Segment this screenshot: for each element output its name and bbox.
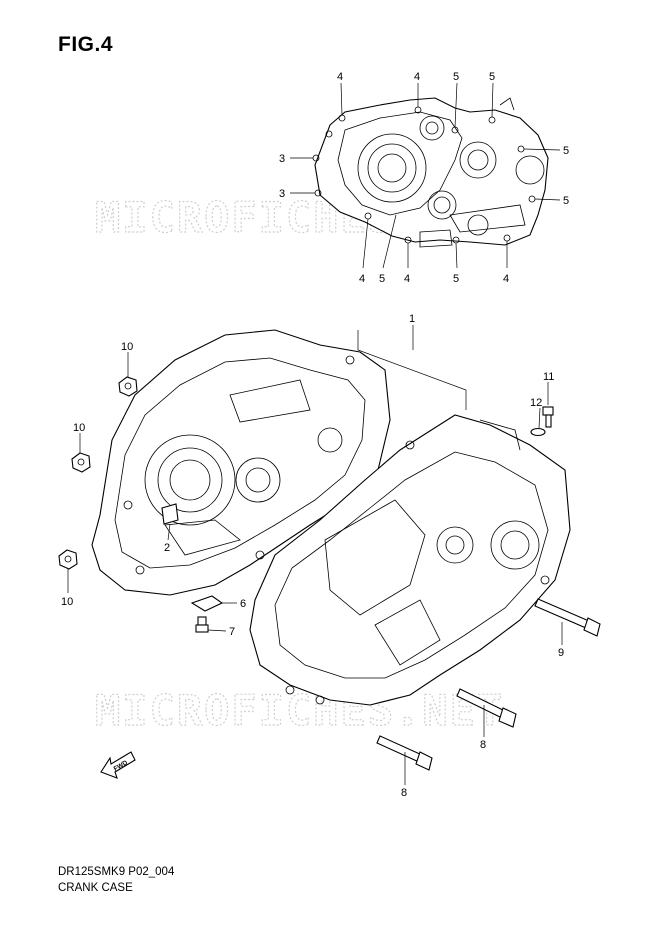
main-leader-lines — [67, 352, 563, 785]
callout-4: 4 — [503, 273, 509, 285]
callout-9: 9 — [558, 647, 564, 659]
callout-8: 8 — [480, 739, 486, 751]
nut-part-10 — [118, 376, 138, 397]
callout-5: 5 — [379, 273, 385, 285]
callout-12: 12 — [530, 397, 542, 409]
callout-4: 4 — [337, 71, 343, 83]
callout-11: 11 — [543, 371, 554, 383]
callout-5: 5 — [563, 145, 569, 157]
callout-4: 4 — [404, 273, 410, 285]
bolt-part-8 — [376, 735, 433, 771]
bolt-part-9 — [534, 598, 601, 637]
nut-part-10 — [58, 549, 78, 570]
figure-title: FIG.4 — [58, 33, 114, 56]
callout-8: 8 — [401, 787, 407, 799]
callout-10: 10 — [73, 422, 85, 434]
crankcase-right-half — [249, 414, 571, 706]
leader-callout-1 — [357, 325, 467, 410]
nut-part-10 — [71, 452, 91, 473]
dowel-pin-part-2 — [161, 503, 179, 525]
callout-5: 5 — [489, 71, 495, 83]
callout-5: 5 — [453, 71, 459, 83]
callout-1: 1 — [409, 313, 415, 325]
crankcase-inner-view — [312, 97, 549, 248]
plate-part-6 — [190, 595, 224, 612]
washer-part-12 — [530, 427, 546, 437]
model-code: DR125SMK9 P02_004 — [58, 866, 175, 878]
callout-5: 5 — [563, 195, 569, 207]
callout-5: 5 — [453, 273, 459, 285]
top-leader-lines — [290, 82, 561, 269]
callout-2: 2 — [164, 542, 170, 554]
watermark-bottom: MICROFICHES.NET — [95, 686, 504, 735]
callout-6: 6 — [240, 598, 246, 610]
diagram-caption: CRANK CASE — [58, 882, 133, 894]
callout-4: 4 — [414, 71, 420, 83]
callout-10: 10 — [121, 341, 133, 353]
callout-3: 3 — [279, 153, 285, 165]
callout-3: 3 — [279, 188, 285, 200]
callout-10: 10 — [61, 596, 73, 608]
fwd-arrow-icon: FWD — [100, 751, 136, 779]
callout-4: 4 — [359, 273, 365, 285]
bolt-part-11 — [542, 406, 554, 428]
callout-7: 7 — [229, 626, 235, 638]
bolt-part-8 — [456, 688, 517, 728]
screw-part-7 — [195, 616, 209, 633]
